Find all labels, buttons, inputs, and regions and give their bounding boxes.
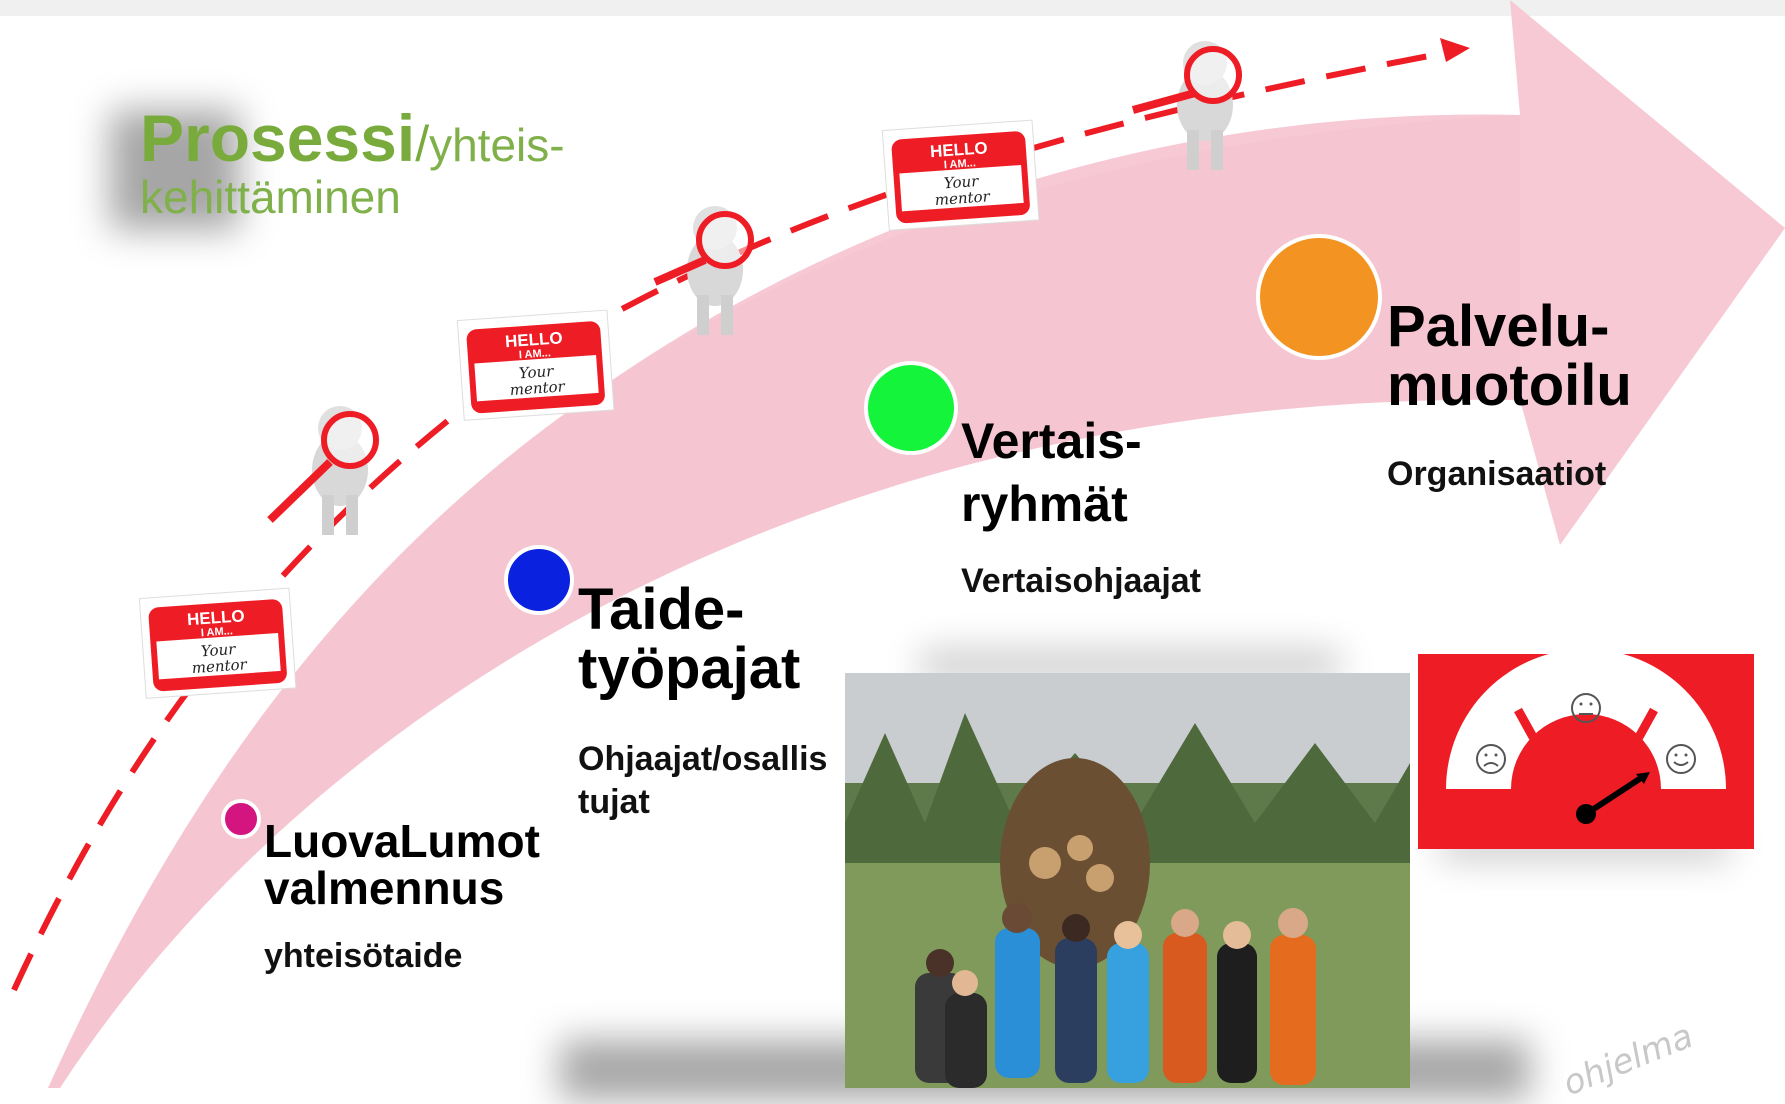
stage-title-taide: Taide- työpajat xyxy=(578,577,801,702)
dashed-path xyxy=(11,49,1451,992)
stage-title-luovalumot: LuovaLumot valmennus xyxy=(264,815,540,914)
stage-subtitle-palvelu: Organisaatiot xyxy=(1387,455,1607,493)
stage-subtitle-luovalumot: yhteisötaide xyxy=(264,937,463,975)
stage-title-palvelu: Palvelu- muotoilu xyxy=(1387,294,1632,419)
stage-subtitle-vertais: Vertaisohjaajat xyxy=(961,562,1202,600)
stage-subtitle-taide: Ohjaajat/osallis tujat xyxy=(578,740,828,821)
stage-dot-luovalumot xyxy=(221,799,261,839)
svg-text:mentor: mentor xyxy=(934,187,991,209)
svg-text:Your: Your xyxy=(518,362,554,382)
svg-text:mentor: mentor xyxy=(191,655,248,677)
magnifier-figure-icon xyxy=(653,206,754,335)
process-arrow-body xyxy=(48,115,1520,1088)
magnifier-figure-icon xyxy=(267,406,379,535)
title-slash: / xyxy=(415,116,430,172)
name-tag-icon: HELLO I AM... Your mentor xyxy=(456,309,615,421)
stage-dot-palvelu xyxy=(1256,234,1382,360)
stage-dot-vertais xyxy=(864,361,958,455)
satisfaction-gauge-icon xyxy=(1418,649,1754,849)
title-shadow xyxy=(110,110,240,230)
stage-title-vertais: Vertais- ryhmät xyxy=(961,413,1142,532)
svg-text:Your: Your xyxy=(943,172,979,192)
magnifier-figure-icon xyxy=(1131,41,1242,170)
name-tag-icon: HELLO I AM... Your mentor xyxy=(881,119,1040,231)
svg-text:Your: Your xyxy=(200,640,236,660)
svg-text:HELLO: HELLO xyxy=(186,606,245,629)
top-bar xyxy=(0,0,1785,16)
svg-text:HELLO: HELLO xyxy=(929,138,988,161)
svg-text:I AM...: I AM... xyxy=(200,625,233,639)
group-photo xyxy=(845,673,1410,1088)
title-rest: yhteis- xyxy=(429,119,565,171)
stage-dot-taide xyxy=(504,545,574,615)
page-title: Prosessi/yhteis- kehittäminen xyxy=(140,100,700,224)
dashed-path-arrowhead xyxy=(1440,38,1470,62)
svg-text:I AM...: I AM... xyxy=(518,347,551,361)
svg-text:mentor: mentor xyxy=(509,377,566,399)
svg-text:I AM...: I AM... xyxy=(943,157,976,171)
svg-text:HELLO: HELLO xyxy=(504,328,563,351)
name-tag-icon: HELLO I AM... Your mentor xyxy=(138,587,297,699)
title-main: Prosessi xyxy=(140,101,416,175)
title-line2: kehittäminen xyxy=(140,171,401,223)
